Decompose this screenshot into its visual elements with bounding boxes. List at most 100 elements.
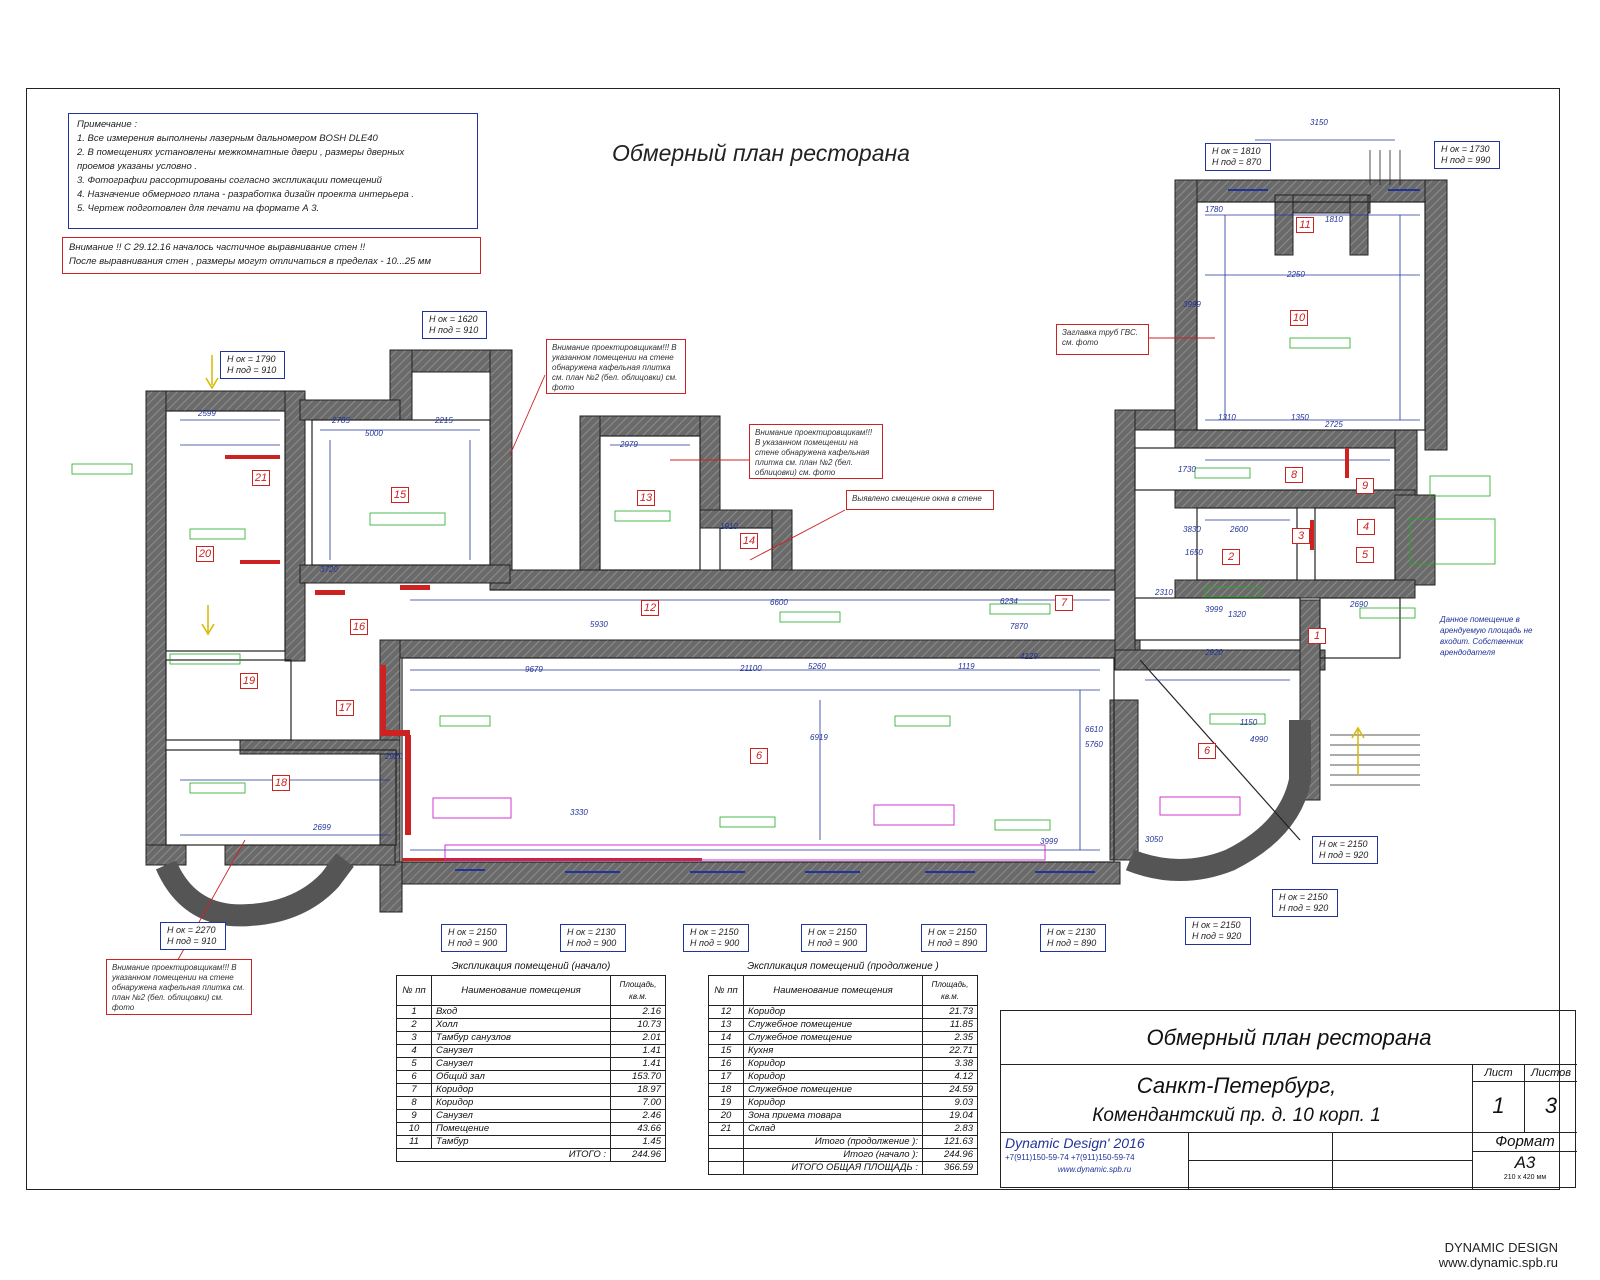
dimension-label: 2310 bbox=[1155, 588, 1173, 597]
table-cell: 21.73 bbox=[922, 1005, 978, 1019]
grand-total-label: ИТОГО ОБЩАЯ ПЛОЩАДЬ : bbox=[743, 1161, 923, 1175]
table-cell: 1.41 bbox=[610, 1057, 666, 1071]
table-cell: 2 bbox=[396, 1018, 432, 1032]
dimension-label: 1350 bbox=[1291, 413, 1309, 422]
table-cell: Коридор bbox=[431, 1096, 611, 1110]
table-cell: 21 bbox=[708, 1122, 744, 1136]
format-cell: Формат А3 210 х 420 мм bbox=[1473, 1133, 1577, 1189]
table-cell: 19 bbox=[708, 1096, 744, 1110]
room-number: 5 bbox=[1356, 547, 1374, 563]
table-cell: 43.66 bbox=[610, 1122, 666, 1136]
table-cell: 9 bbox=[396, 1109, 432, 1123]
table-cell: Вход bbox=[431, 1005, 611, 1019]
table-cell: 4.12 bbox=[922, 1070, 978, 1084]
dimension-label: 2785 bbox=[332, 416, 350, 425]
table-cell: 15 bbox=[708, 1044, 744, 1058]
dimension-label: 3330 bbox=[570, 808, 588, 817]
stamp-street: Комендантский пр. д. 10 корп. 1 bbox=[1092, 1105, 1381, 1126]
dimension-label: 5000 bbox=[365, 429, 383, 438]
table-cell: 2.16 bbox=[610, 1005, 666, 1019]
company-phones: +7(911)150-59-74 +7(911)150-59-74 bbox=[1005, 1153, 1135, 1162]
sheets-label: Листов bbox=[1525, 1065, 1577, 1082]
callout-tile-kitchen: Внимание проектировщикам!!! В указанном … bbox=[546, 339, 686, 394]
dimension-label: 2599 bbox=[198, 409, 216, 418]
table-cell: 153.70 bbox=[610, 1070, 666, 1084]
table-cell: Коридор bbox=[431, 1083, 611, 1097]
table-cell: 4 bbox=[396, 1044, 432, 1058]
table-cell: 18.97 bbox=[610, 1083, 666, 1097]
table-cell: 5 bbox=[396, 1057, 432, 1071]
wall-height-labels bbox=[71, 337, 1496, 831]
sheet-number: 1 bbox=[1492, 1093, 1505, 1118]
bay-right bbox=[1125, 720, 1311, 881]
explication-table-start: Экспликация помещений (начало) № пп Наим… bbox=[396, 959, 666, 1162]
dimension-label: 3150 bbox=[1310, 118, 1328, 127]
table-cell: 9.03 bbox=[922, 1096, 978, 1110]
column-header: Площадь, кв.м. bbox=[922, 975, 978, 1006]
stamp-city: Санкт-Петербург, bbox=[1136, 1073, 1337, 1098]
table-cell: 2.01 bbox=[610, 1031, 666, 1045]
table-cell: 8 bbox=[396, 1096, 432, 1110]
room-number: 18 bbox=[272, 775, 290, 791]
room-number: 20 bbox=[196, 546, 214, 562]
dimension-label: 6610 bbox=[1085, 725, 1103, 734]
table-cell: Санузел bbox=[431, 1044, 611, 1058]
dimension-label: 2725 bbox=[1325, 420, 1343, 429]
warning-box: Внимание !! С 29.12.16 началось частично… bbox=[62, 237, 481, 274]
dimension-label: 5760 bbox=[1085, 740, 1103, 749]
brand-name: DYNAMIC DESIGN bbox=[1444, 1240, 1558, 1255]
table-cell: 11.85 bbox=[922, 1018, 978, 1032]
warning-line: После выравнивания стен , размеры могут … bbox=[69, 256, 431, 267]
table-cell: 1 bbox=[396, 1005, 432, 1019]
note-line: 1. Все измерения выполнены лазерным даль… bbox=[77, 133, 378, 144]
walls bbox=[145, 179, 1448, 913]
dimension-label: 4129 bbox=[1020, 652, 1038, 661]
callout-tile-room13: Внимание проектировщикам!!! В указанном … bbox=[749, 424, 883, 479]
table-cell: 10 bbox=[396, 1122, 432, 1136]
drawing-frame bbox=[26, 88, 1560, 1190]
room-number: 2 bbox=[1222, 549, 1240, 565]
table-cell: 24.59 bbox=[922, 1083, 978, 1097]
dimension-lines bbox=[180, 139, 1420, 851]
table-cell: 19.04 bbox=[922, 1109, 978, 1123]
table-cell: 17 bbox=[708, 1070, 744, 1084]
table-cell: Коридор bbox=[743, 1005, 923, 1019]
table-cell: Служебное помещение bbox=[743, 1031, 923, 1045]
room-number: 17 bbox=[336, 700, 354, 716]
dimension-label: 2920 bbox=[1205, 648, 1223, 657]
sheet-cell: Лист 1 bbox=[1473, 1065, 1525, 1133]
dimension-label: 3999 bbox=[1205, 605, 1223, 614]
table-cell: 12 bbox=[708, 1005, 744, 1019]
notes-box: Примечание : 1. Все измерения выполнены … bbox=[68, 113, 478, 229]
room-number: 6 bbox=[1198, 743, 1216, 759]
page-title: Обмерный план ресторана bbox=[612, 140, 910, 166]
table-cell: 20 bbox=[708, 1109, 744, 1123]
note-line: проемов указаны условно . bbox=[77, 161, 198, 172]
table-cell: Коридор bbox=[743, 1070, 923, 1084]
callout-window-shift: Выявлено смещение окна в стене bbox=[846, 490, 994, 510]
note-line: Примечание : bbox=[77, 119, 137, 130]
room-number: 9 bbox=[1356, 478, 1374, 494]
subtotal-label: Итого (начало ): bbox=[743, 1148, 923, 1162]
company-site: www.dynamic.spb.ru bbox=[1057, 1165, 1132, 1174]
stamp-title: Обмерный план ресторана bbox=[1001, 1011, 1577, 1065]
format-value: А3 bbox=[1514, 1153, 1536, 1172]
